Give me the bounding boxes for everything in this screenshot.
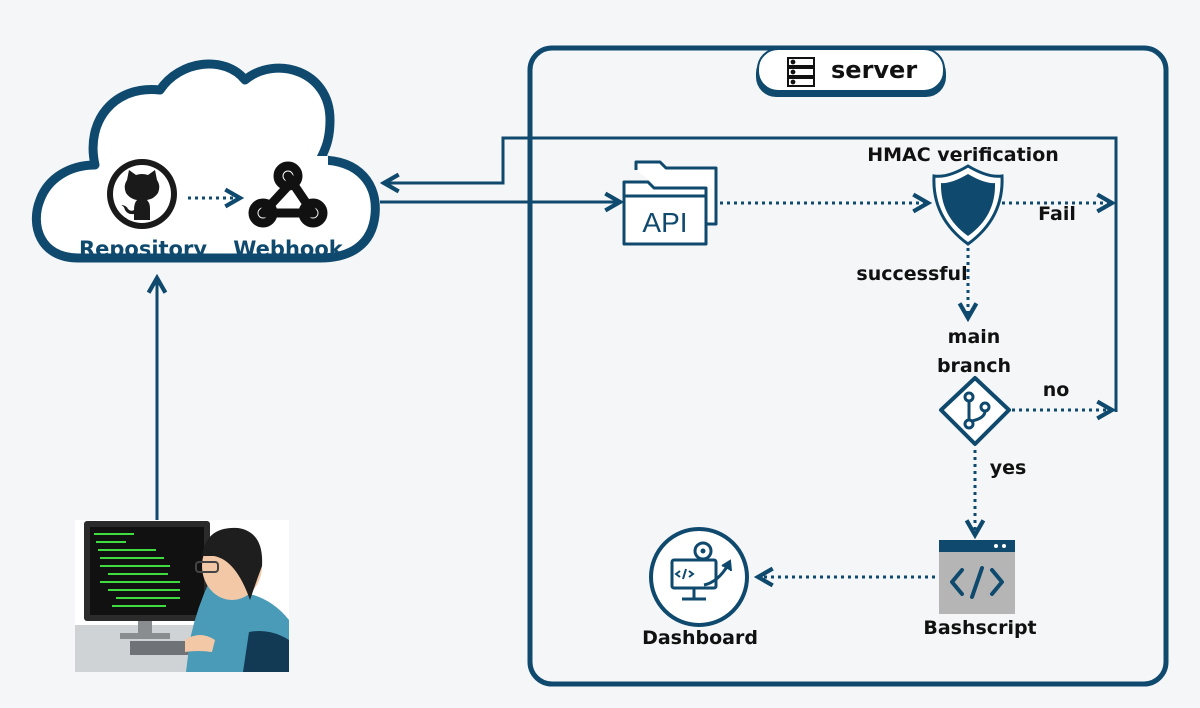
fail-label: Fail — [1038, 203, 1076, 225]
webhook-label: Webhook — [233, 237, 343, 261]
git-branch-icon — [939, 376, 1011, 446]
shield-icon — [932, 164, 1004, 246]
main-branch-label-line2: branch — [937, 355, 1011, 377]
dashboard-icon — [649, 527, 749, 627]
yes-label: yes — [990, 457, 1027, 479]
server-title: server — [831, 56, 917, 84]
github-icon — [104, 155, 182, 233]
main-branch-label-line1: main — [948, 326, 1001, 348]
webhook-icon — [248, 156, 328, 234]
server-box — [527, 45, 1169, 687]
bashscript-label: Bashscript — [923, 617, 1036, 639]
developer-at-computer-icon — [75, 520, 289, 672]
hmac-label: HMAC verification — [867, 144, 1059, 166]
repository-label: Repository — [79, 237, 207, 261]
successful-label: successful — [856, 263, 967, 285]
server-rack-icon — [787, 57, 815, 87]
no-label: no — [1043, 379, 1070, 401]
api-label: API — [642, 207, 687, 238]
api-icon — [622, 160, 718, 246]
response-return-line — [384, 136, 1118, 412]
dashboard-label: Dashboard — [642, 627, 758, 649]
bashscript-window-icon — [939, 540, 1015, 614]
